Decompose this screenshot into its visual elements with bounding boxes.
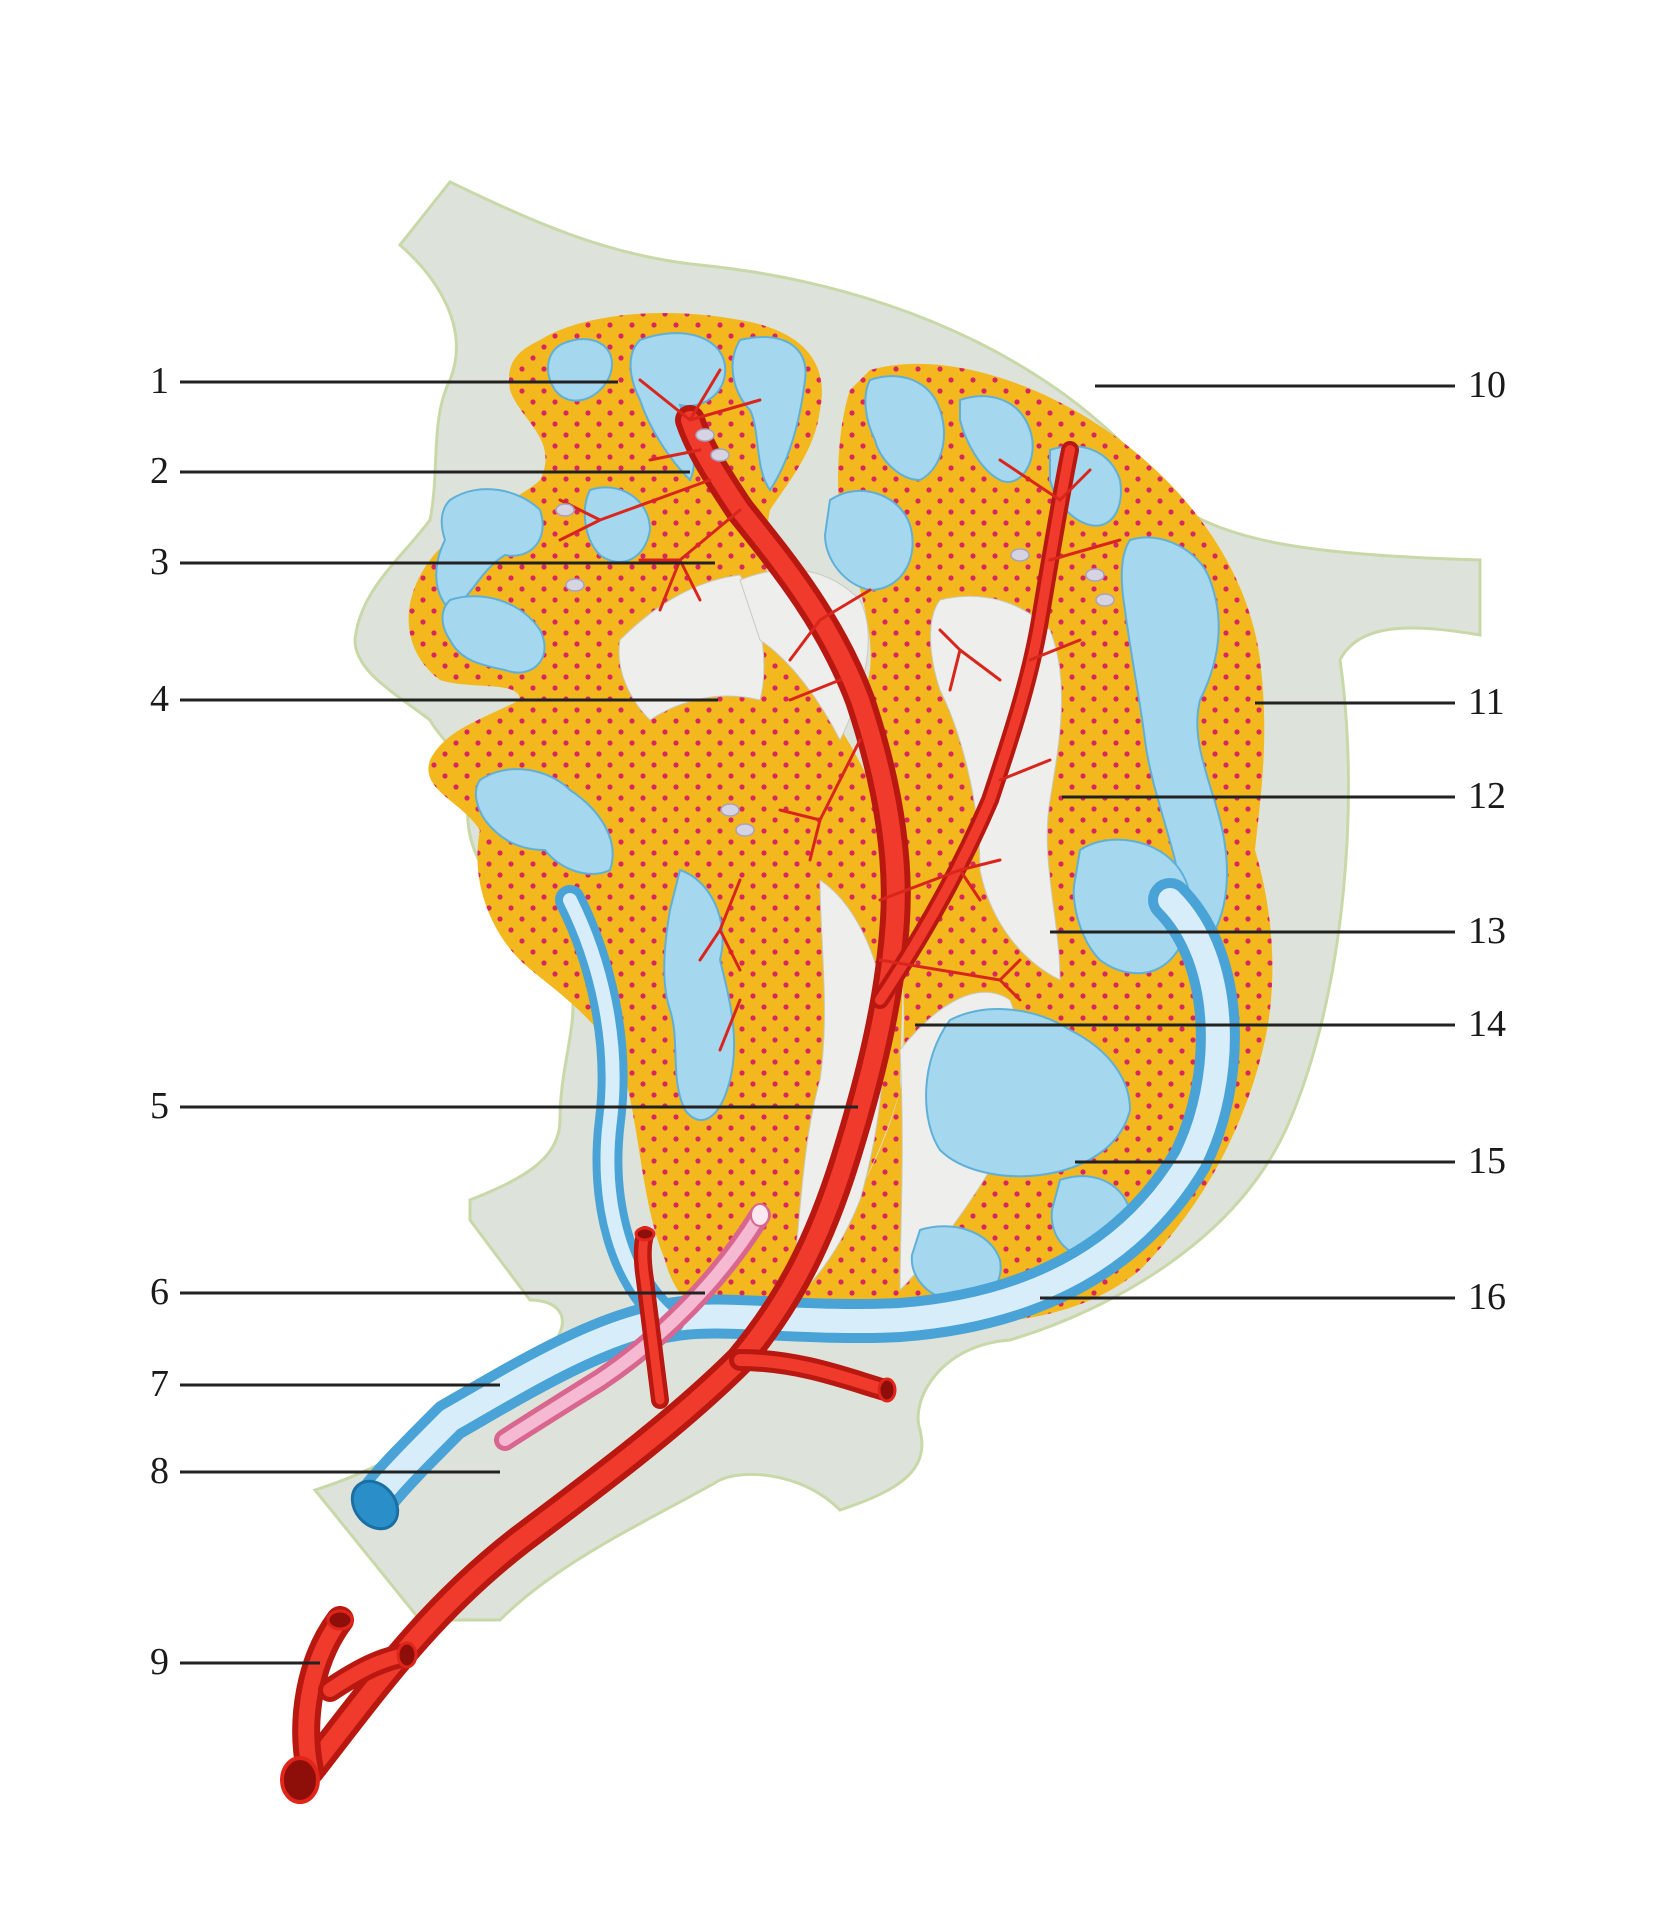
artery-opening (634, 1226, 656, 1242)
leader-lines (180, 380, 1455, 1665)
label-14: 14 (1468, 1003, 1506, 1045)
artery-opening (280, 1756, 320, 1804)
efferent-lymph-vessel (353, 878, 1240, 1522)
label-12: 12 (1468, 775, 1506, 817)
label-2: 2 (150, 450, 169, 492)
label-9: 9 (150, 1641, 169, 1683)
artery-opening (877, 1377, 897, 1403)
label-4: 4 (150, 678, 169, 720)
artery-opening (396, 1641, 418, 1669)
label-1: 1 (150, 360, 169, 402)
label-6: 6 (150, 1271, 169, 1313)
vein-opening (350, 1479, 400, 1531)
label-3: 3 (150, 541, 169, 583)
artery-opening (326, 1609, 354, 1631)
label-16: 16 (1468, 1276, 1506, 1318)
label-10: 10 (1468, 364, 1506, 406)
label-5: 5 (150, 1085, 169, 1127)
afferent-lymph-vessel (494, 1203, 771, 1451)
arterioles (558, 368, 1122, 1052)
label-7: 7 (150, 1363, 169, 1405)
label-8: 8 (150, 1450, 169, 1492)
lymph-sinuses (435, 332, 1228, 1302)
arterial-tree (292, 405, 1079, 1785)
label-15: 15 (1468, 1140, 1506, 1182)
postcapillary-venules (555, 428, 1115, 837)
label-11: 11 (1468, 681, 1505, 723)
label-13: 13 (1468, 910, 1506, 952)
